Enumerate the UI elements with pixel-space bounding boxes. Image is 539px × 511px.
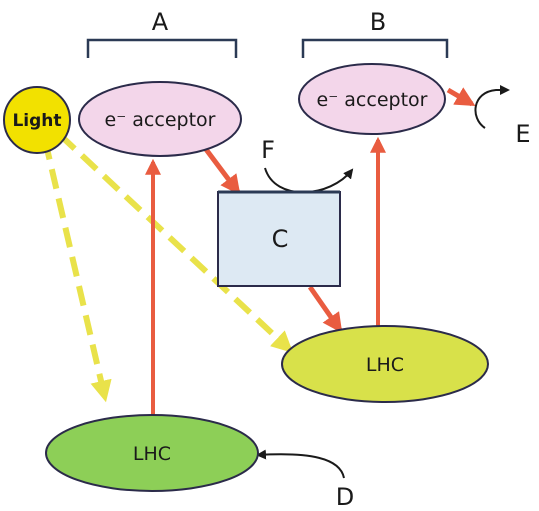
- arrow-acceptor-b-to-e: [446, 87, 476, 107]
- arrow-acceptor-a-to-c: [203, 146, 241, 196]
- light-arrow-to-bottom-lhc: [42, 139, 112, 403]
- curved-arrow-d: [256, 449, 345, 479]
- electron-acceptor-a: e⁻ acceptor: [78, 81, 242, 157]
- label-a: A: [152, 8, 169, 36]
- curved-arrow-e: [474, 85, 510, 129]
- label-f: F: [261, 136, 275, 164]
- lhc-bottom-label: LHC: [133, 443, 171, 465]
- box-c: C: [217, 190, 341, 287]
- acceptor-a-label: e⁻ acceptor: [105, 109, 216, 131]
- label-b: B: [370, 8, 386, 36]
- light-source: Light: [3, 86, 71, 154]
- curved-arrow-f: [264, 167, 354, 194]
- lhc-bottom: LHC: [45, 414, 259, 492]
- lhc-top: LHC: [281, 325, 489, 403]
- acceptor-b-label: e⁻ acceptor: [317, 89, 428, 111]
- lhc-top-label: LHC: [366, 354, 404, 376]
- arrow-c-to-top-lhc: [307, 285, 343, 334]
- box-c-label: C: [272, 225, 289, 253]
- label-d: D: [336, 483, 354, 511]
- bracket-a: [86, 38, 238, 58]
- label-e: E: [515, 120, 530, 148]
- light-label: Light: [12, 111, 61, 131]
- light-arrow-to-top-lhc: [57, 132, 294, 353]
- bracket-b: [301, 38, 449, 58]
- electron-acceptor-b: e⁻ acceptor: [298, 63, 446, 135]
